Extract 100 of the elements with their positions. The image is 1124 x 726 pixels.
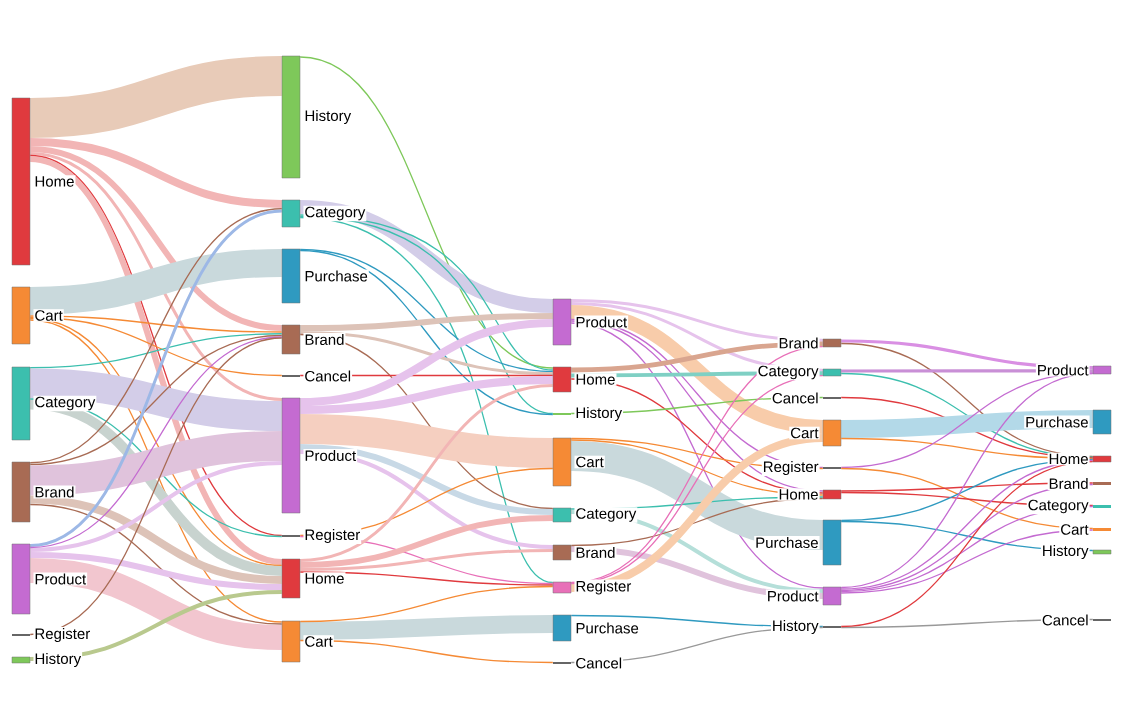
node-label: Cart [576,456,604,468]
flow-band [29,431,283,496]
node-label: History [305,110,352,124]
flow-node: Purchase [552,614,640,642]
node-label: History [773,620,819,634]
node-label: Cart [1061,524,1089,535]
node-label: Register [576,580,632,595]
flow-band [300,331,553,375]
node-label: Product [768,590,819,602]
flow-node: Product [11,543,88,615]
node-label: Category [576,508,637,522]
node-label: Purchase [1026,416,1088,428]
flow-node: Product [281,397,358,514]
node-label: Brand [576,547,615,559]
node-label: Cart [305,636,333,647]
node-label: Cart [790,427,819,439]
flow-band [299,200,554,313]
flow-node: Home [11,97,76,266]
flow-node: History [770,619,841,635]
flow-node: History [1040,544,1112,560]
flow-node: Home [552,366,617,393]
node-label: Product [576,316,628,328]
flow-band [29,368,283,431]
node-label: Product [1038,364,1089,376]
flow-band [29,152,283,401]
node-label: Cancel [1042,614,1088,626]
flow-node: Register [552,579,633,596]
flow-band [300,515,553,568]
flow-node: Home [281,558,346,599]
flow-node: Category [11,366,97,441]
flow-node: History [11,652,83,668]
node-label: Home [1049,453,1088,465]
flow-band [299,585,554,623]
flow-band [29,315,283,333]
flow-band [299,56,554,369]
flow-node: Cart [281,620,334,663]
flow-band [840,467,1094,530]
node-label: Home [305,573,344,584]
flow-node: Purchase [281,248,369,304]
flow-band [840,372,1094,589]
node-label: Product [305,450,357,462]
node-label: Register [763,461,819,475]
flow-node: Cart [789,419,842,447]
node-label: Product [35,573,87,585]
flow-node: Brand [281,324,346,355]
node-label: Category [305,206,366,221]
flow-node: Category [552,507,638,523]
flow-node: Cart [1059,523,1111,536]
flow-band [299,571,554,586]
flow-node: Home [777,488,842,501]
node-label: History [1043,545,1089,559]
node-label: Cancel [305,370,351,382]
flow-node: Purchase [754,519,842,566]
flow-band [29,399,283,576]
flow-node: Brand [11,461,76,523]
flow-node: Register [282,528,362,544]
flow-node: Product [1035,363,1112,377]
flow-node: Home [1047,452,1112,466]
flow-band [300,313,553,331]
flow-node: History [553,406,624,422]
flow-band [29,209,283,547]
flow-band [29,249,283,315]
flow-node: Cancel [1040,613,1111,627]
flow-node: Category [281,199,367,228]
node-label: Purchase [576,622,639,634]
node-label: Register [35,628,90,642]
flow-node: Cart [552,437,605,487]
flow-band [299,414,554,468]
node-label: Brand [1049,478,1088,490]
node-label: History [576,407,623,421]
flow-node: Brand [1047,477,1111,490]
node-label: Cancel [772,392,818,404]
flow-band [29,146,283,331]
node-label: Category [35,396,96,411]
flow-node: Category [756,364,842,381]
node-label: Brand [305,334,344,346]
flow-band [300,384,553,562]
flow-node: Cancel [553,656,624,670]
flow-band [29,56,283,138]
flow-band [30,495,282,584]
flow-band [840,529,1094,594]
flow-band [29,503,283,625]
flow-node: Product [765,586,842,606]
flow-node: Cancel [770,391,841,405]
node-label: Brand [779,337,818,349]
flow-band [570,441,824,550]
node-label: Home [35,176,74,187]
flow-node: Purchase [1024,409,1112,435]
flow-node: Register [12,627,92,643]
flow-band [300,319,554,406]
flow-band [29,316,283,377]
node-label: Purchase [305,270,368,282]
node-label: Register [305,529,360,543]
flow-node: Brand [552,544,617,561]
node-label: Purchase [756,537,818,549]
flow-band [29,558,283,650]
node-label: Cart [35,310,63,321]
flow-band [299,248,554,373]
node-label: Brand [35,486,74,498]
flow-band [299,639,554,664]
